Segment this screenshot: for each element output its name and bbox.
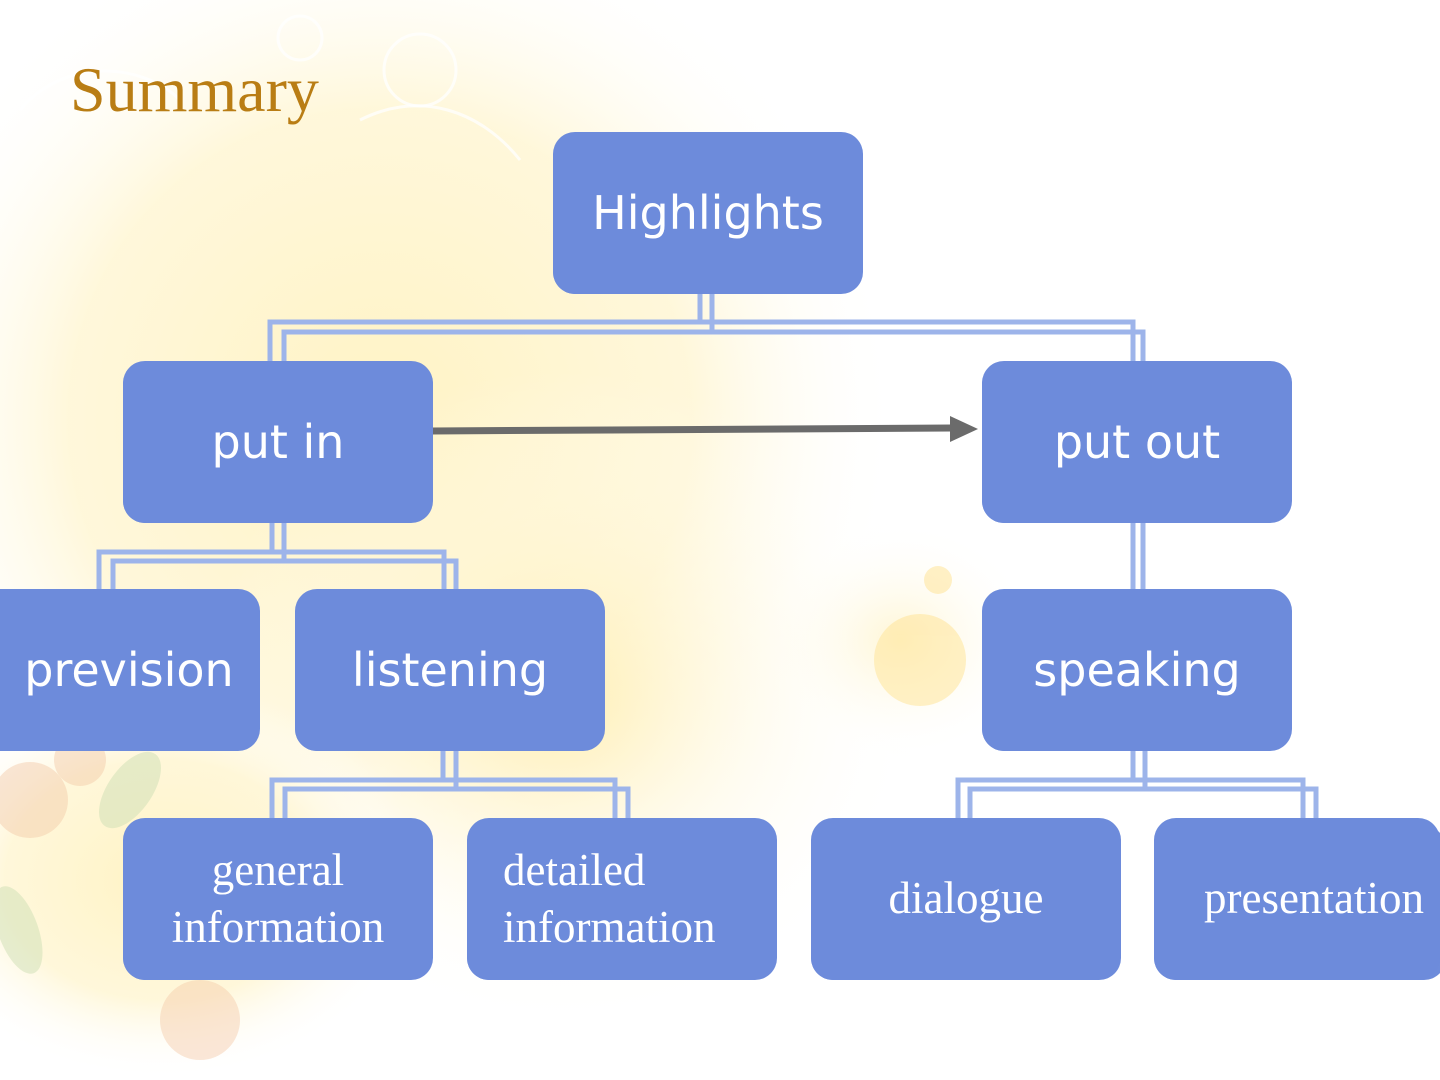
node-presentation: presentation <box>1154 818 1440 980</box>
node-put-in: put in <box>123 361 433 523</box>
node-label: put in <box>123 361 433 523</box>
node-listening: listening <box>295 589 605 751</box>
connector-highlights-to-put-in-inner <box>281 294 715 370</box>
node-detailed-information: detailed information <box>467 818 777 980</box>
connector-highlights-to-put-out <box>700 319 1136 365</box>
node-label: general information <box>123 818 433 980</box>
connector-speaking-to-dialogue <box>955 750 1136 822</box>
connector-speaking-to-presentation <box>1133 777 1306 822</box>
node-general-information: general information <box>123 818 433 980</box>
node-highlights: Highlights <box>553 132 863 294</box>
connector-put-in-to-prevision-inner <box>110 522 287 598</box>
connector-highlights-to-put-out-inner <box>712 329 1146 370</box>
node-label: listening <box>295 589 605 751</box>
node-label: prevision <box>0 589 260 751</box>
connector-listening-to-general-inner <box>282 750 459 826</box>
connector-put-in-to-listening-inner <box>284 558 459 598</box>
node-label: Highlights <box>553 132 863 294</box>
arrow-put-in-to-put-out <box>431 416 978 442</box>
connector-speaking-to-dialogue-inner <box>967 750 1148 826</box>
connector-put-in-to-prevision <box>96 522 275 594</box>
node-label: detailed information <box>467 818 777 980</box>
node-speaking: speaking <box>982 589 1292 751</box>
connector-listening-to-detailed <box>443 777 618 822</box>
node-label: presentation <box>1154 818 1440 980</box>
node-label: put out <box>982 361 1292 523</box>
node-dialogue: dialogue <box>811 818 1121 980</box>
node-label: speaking <box>982 589 1292 751</box>
connector-put-in-to-listening <box>272 549 447 594</box>
slide-title: Summary <box>70 54 319 125</box>
connector-highlights-to-put-in <box>267 294 703 365</box>
connector-listening-to-detailed-inner <box>456 786 631 826</box>
node-prevision: prevision <box>0 589 260 751</box>
node-label: dialogue <box>811 818 1121 980</box>
node-put-out: put out <box>982 361 1292 523</box>
connector-listening-to-general <box>269 750 446 822</box>
connector-speaking-to-presentation-inner <box>1145 786 1319 826</box>
